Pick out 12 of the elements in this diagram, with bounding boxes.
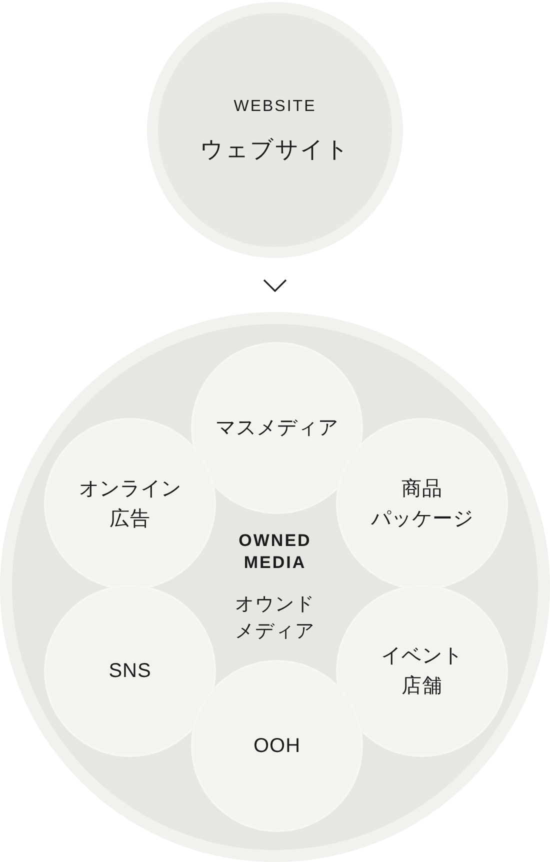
outer-circle	[0, 312, 550, 862]
circle-label: 商品パッケージ	[370, 477, 474, 532]
english-label: WEBSITE	[234, 96, 316, 116]
circle-label: オンライン広告	[78, 477, 182, 532]
japanese-label: オウンドメディア	[235, 592, 315, 644]
circle-label: SNS	[108, 659, 152, 684]
circle-label: イベント店舗	[381, 644, 463, 699]
japanese-label: ウェブサイト	[200, 134, 350, 164]
circle-label: OOH	[253, 734, 301, 759]
chevron-arrow	[263, 279, 287, 292]
english-label: OWNED MEDIA	[238, 530, 312, 574]
circle-label: マスメディア	[216, 416, 338, 441]
